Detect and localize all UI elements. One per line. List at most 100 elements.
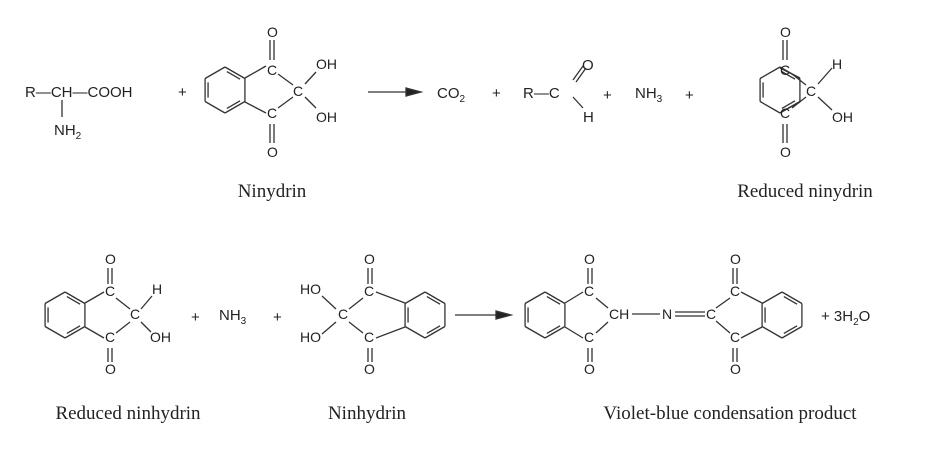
- benzene-double-bond: [226, 100, 241, 110]
- oxygen: O: [364, 361, 375, 377]
- benzene-double-bond: [783, 295, 798, 305]
- benzene-bond: [224, 100, 246, 114]
- plus-sign: +: [685, 87, 694, 104]
- benzene-bond: [204, 100, 226, 114]
- bond: [740, 291, 763, 304]
- benzene-bond: [64, 325, 86, 339]
- ammonia: NH3: [219, 307, 247, 327]
- benzene-bond: [544, 291, 566, 305]
- plus-sign: +: [492, 85, 501, 102]
- bond: [244, 65, 267, 79]
- oxygen: O: [267, 24, 278, 40]
- bond: [817, 67, 833, 85]
- benzene-bond: [204, 66, 226, 80]
- bond: [817, 96, 833, 111]
- carbon: C: [584, 329, 594, 345]
- benzene-double-bond: [783, 325, 798, 335]
- carbon: C: [780, 62, 790, 78]
- carbon: C: [130, 306, 140, 322]
- benzene-bond: [64, 291, 86, 305]
- carbon-dioxide: CO2: [437, 85, 466, 105]
- bond: [277, 73, 294, 86]
- benzene-bond: [404, 325, 426, 339]
- bond: [375, 291, 406, 304]
- benzene-double-bond: [781, 70, 796, 80]
- carbon: C: [338, 306, 348, 322]
- arrow-head-icon: [405, 87, 424, 97]
- benzene-bond: [524, 325, 546, 339]
- plus-sign: +: [178, 84, 187, 101]
- benzene-double-bond: [226, 70, 241, 80]
- aldehyde-hydrogen: H: [583, 109, 594, 126]
- bond: [321, 295, 337, 310]
- carbon: C: [105, 283, 115, 299]
- oxygen: O: [780, 144, 791, 160]
- bond: [304, 71, 317, 85]
- oxygen: O: [584, 251, 595, 267]
- bond: [140, 321, 152, 333]
- benzene-double-bond: [546, 325, 561, 335]
- nitrogen: N: [662, 306, 672, 322]
- carbon: C: [364, 329, 374, 345]
- plus-sign: +: [273, 309, 282, 326]
- bond: [375, 326, 406, 339]
- carbon: C: [806, 83, 816, 99]
- oxygen: O: [730, 361, 741, 377]
- aldehyde-double-bond: [572, 65, 584, 81]
- carbon: C: [730, 283, 740, 299]
- oxygen: O: [267, 144, 278, 160]
- benzene-bond: [761, 325, 783, 339]
- benzene-double-bond: [426, 295, 441, 305]
- bond: [572, 96, 584, 109]
- benzene-bond: [524, 291, 546, 305]
- bond: [348, 321, 364, 334]
- benzene-bond: [781, 325, 803, 339]
- plus-sign: +: [191, 309, 200, 326]
- bond: [348, 297, 364, 310]
- oxygen: O: [584, 361, 595, 377]
- bond: [84, 326, 105, 339]
- oxygen: O: [364, 251, 375, 267]
- hydrogen: H: [152, 281, 162, 297]
- hydroxyl: OH: [316, 56, 337, 72]
- carbon: C: [293, 83, 303, 99]
- benzene-bond: [44, 325, 66, 339]
- arrow-head-icon: [495, 310, 514, 320]
- carbon: C: [780, 105, 790, 121]
- methine-ch: CH: [609, 306, 629, 322]
- carbon: C: [267, 105, 277, 121]
- reduced-ninhydrin-caption: Reduced ninydrin: [737, 181, 873, 202]
- benzene-bond: [759, 100, 781, 114]
- carbon: C: [706, 306, 716, 322]
- oxygen: O: [105, 361, 116, 377]
- benzene-double-bond: [426, 325, 441, 335]
- benzene-double-bond: [781, 100, 796, 110]
- bond: [321, 321, 337, 335]
- bond: [84, 291, 105, 304]
- ninhydrin-caption: Ninydrin: [238, 181, 307, 202]
- product-caption: Violet-blue condensation product: [603, 403, 857, 424]
- carbon: C: [584, 283, 594, 299]
- bond: [715, 297, 731, 309]
- bond: [115, 321, 131, 334]
- bond: [564, 326, 584, 339]
- aldehyde-r-c: R—C: [523, 85, 560, 102]
- bond: [115, 297, 131, 310]
- amino-acid-chain: R—CH—COOH: [25, 84, 133, 101]
- benzene-bond: [44, 291, 66, 305]
- bond: [244, 101, 267, 114]
- benzene-bond: [404, 291, 426, 305]
- hydroxyl: OH: [150, 329, 171, 345]
- bond: [779, 67, 801, 79]
- aldehyde-oxygen: O: [582, 57, 594, 74]
- oxygen: O: [730, 251, 741, 267]
- oxygen: O: [105, 251, 116, 267]
- carbon: C: [364, 283, 374, 299]
- bond: [595, 321, 609, 334]
- carbon: C: [267, 62, 277, 78]
- oxygen: O: [780, 24, 791, 40]
- bond: [715, 320, 731, 334]
- bond: [791, 96, 807, 109]
- amino-group: NH2: [54, 122, 82, 142]
- hydrogen: H: [832, 56, 842, 72]
